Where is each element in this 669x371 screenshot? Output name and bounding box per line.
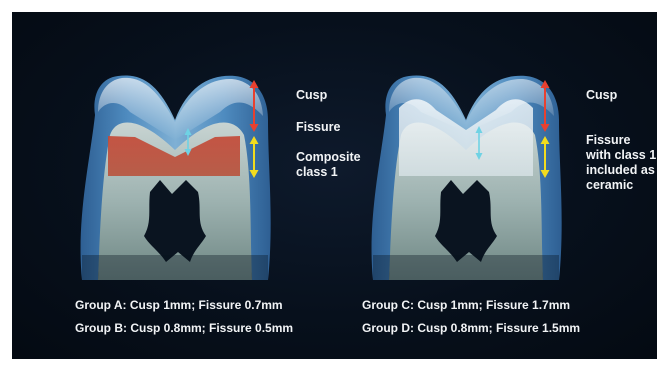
right-ceramic-restoration xyxy=(399,99,533,176)
group-d-caption: Group D: Cusp 0.8mm; Fissure 1.5mm xyxy=(362,321,580,335)
left-composite-label: Composite class 1 xyxy=(296,150,361,180)
left-tooth xyxy=(81,75,271,280)
left-fissure-label: Fissure xyxy=(296,120,340,135)
right-fissure-ceramic-label: Fissure with class 1 included as ceramic xyxy=(586,133,656,193)
right-cusp-label: Cusp xyxy=(586,88,617,103)
right-tooth xyxy=(372,75,562,280)
group-a-caption: Group A: Cusp 1mm; Fissure 0.7mm xyxy=(75,298,283,312)
group-c-caption: Group C: Cusp 1mm; Fissure 1.7mm xyxy=(362,298,570,312)
group-b-caption: Group B: Cusp 0.8mm; Fissure 0.5mm xyxy=(75,321,293,335)
left-cusp-label: Cusp xyxy=(296,88,327,103)
